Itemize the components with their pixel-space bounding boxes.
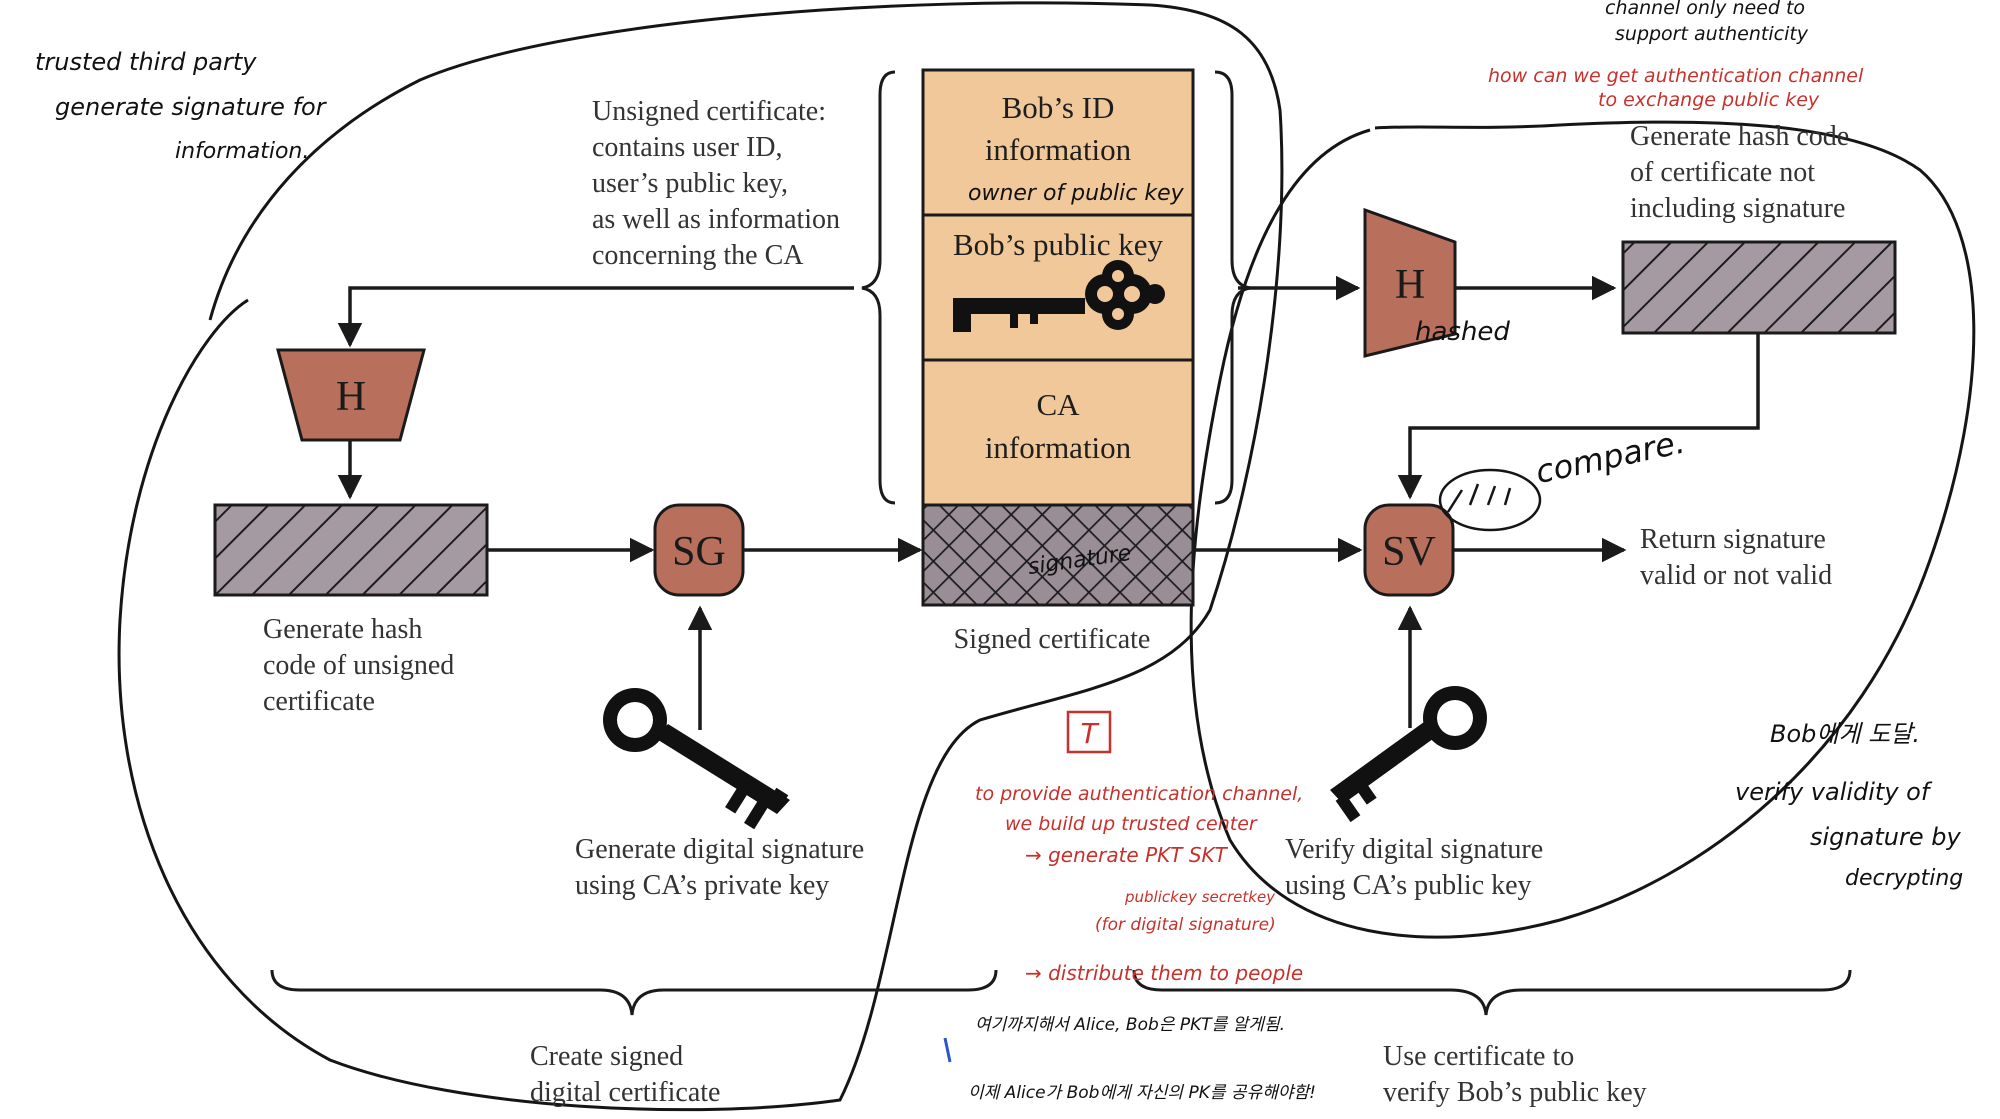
svg-text:including signature: including signature: [1630, 193, 1845, 224]
cert-pubkey-label: Bob’s public key: [953, 227, 1164, 262]
hash-code-box-right: [1621, 240, 1897, 335]
certificate: Bob’s ID information Bob’s public key CA…: [921, 68, 1195, 607]
svg-text:using CA’s public key: using CA’s public key: [1285, 870, 1532, 901]
annotation-trusted-center: to provide authentication channel, we bu…: [975, 783, 1303, 985]
cert-id-line1: Bob’s ID: [1002, 90, 1115, 125]
svg-text:digital certificate: digital certificate: [530, 1077, 720, 1108]
svg-text:concerning the CA: concerning the CA: [592, 240, 804, 271]
annotation-compare-strokes: [1446, 483, 1512, 513]
svg-text:verify validity of: verify validity of: [1735, 778, 1933, 806]
verify-signature-label: Verify digital signature using CA’s publ…: [1285, 834, 1543, 901]
annotation-owner-of-public-key: owner of public key: [968, 181, 1185, 206]
return-signature-label: Return signature valid or not valid: [1640, 524, 1832, 591]
signed-certificate-label: Signed certificate: [954, 624, 1151, 655]
svg-text:Verify digital signature: Verify digital signature: [1285, 834, 1543, 865]
unsigned-brace: [861, 70, 896, 505]
private-key-icon: [603, 688, 790, 830]
cert-ca-line1: CA: [1036, 387, 1080, 422]
hash-right-label: H: [1395, 262, 1425, 308]
svg-text:Generate digital signature: Generate digital signature: [575, 834, 864, 865]
verify-node-label: SV: [1382, 529, 1436, 575]
svg-text:to provide authentication chan: to provide authentication channel,: [975, 783, 1303, 805]
svg-text:user’s public key,: user’s public key,: [592, 168, 788, 199]
use-cert-brace: [1132, 969, 1852, 1016]
svg-text:contains user ID,: contains user ID,: [592, 132, 783, 163]
sign-node-label: SG: [672, 529, 726, 575]
svg-text:(for digital signature): (for digital signature): [1095, 915, 1276, 935]
generate-signature-label: Generate digital signature using CA’s pr…: [575, 834, 864, 901]
cert-signature-section: [921, 503, 1195, 607]
svg-text:Generate hash: Generate hash: [263, 614, 422, 645]
ornate-key-icon: [953, 260, 1165, 332]
annotation-verify-validity: verify validity of signature by decrypti…: [1735, 778, 1963, 891]
svg-text:we build up trusted center: we build up trusted center: [1005, 813, 1258, 835]
annotation-compare-bubble: [1438, 468, 1542, 532]
svg-text:certificate: certificate: [263, 686, 375, 717]
cert-ca-line2: information: [985, 430, 1132, 465]
svg-text:verify Bob’s public key: verify Bob’s public key: [1383, 1077, 1647, 1108]
svg-text:code of unsigned: code of unsigned: [263, 650, 454, 681]
svg-text:Unsigned certificate:: Unsigned certificate:: [592, 96, 826, 127]
hash-left-label: H: [336, 374, 366, 420]
svg-text:decrypting: decrypting: [1845, 866, 1963, 891]
svg-text:channel only need to: channel only need to: [1605, 0, 1805, 19]
svg-text:generate signature for: generate signature for: [55, 93, 328, 121]
hash-function-right: H: [1363, 207, 1457, 358]
public-key-icon: [1330, 686, 1487, 823]
annotation-trusted-third-party: trusted third party generate signature f…: [35, 48, 328, 164]
hash-function-left: H: [276, 348, 426, 442]
unsigned-certificate-label: Unsigned certificate: contains user ID, …: [592, 96, 840, 271]
annotation-t-box-label: T: [1080, 717, 1099, 750]
annotation-korean-2: 이제 Alice가 Bob에게 자신의 PK를 공유해야함!: [968, 1083, 1316, 1103]
hash-code-box-left: [213, 503, 489, 597]
annotation-top-right-black: channel only need to support authenticit…: [1605, 0, 1809, 45]
svg-text:Create signed: Create signed: [530, 1041, 683, 1072]
svg-text:using CA’s private key: using CA’s private key: [575, 870, 829, 901]
annotation-compare: compare.: [1532, 422, 1688, 491]
annotation-t-box: [1066, 710, 1112, 754]
cert-id-line2: information: [985, 132, 1132, 167]
svg-text:→ distribute them to people: → distribute them to people: [1025, 961, 1303, 985]
svg-text:support authenticity: support authenticity: [1615, 23, 1809, 45]
svg-text:how can we get authentication: how can we get authentication channel: [1488, 65, 1864, 87]
left-enclosure-loop: [117, 1, 1284, 1112]
svg-text:signature by: signature by: [1810, 823, 1961, 851]
svg-text:as well as information: as well as information: [592, 204, 840, 235]
annotation-hashed: hashed: [1415, 317, 1510, 347]
verify-node: SV: [1363, 503, 1455, 597]
svg-text:Generate hash code: Generate hash code: [1630, 121, 1849, 152]
svg-text:of certificate not: of certificate not: [1630, 157, 1815, 188]
svg-text:→ generate PKT SKT: → generate PKT SKT: [1025, 843, 1229, 867]
create-signed-brace: [270, 969, 998, 1016]
svg-text:to exchange public key: to exchange public key: [1598, 89, 1820, 111]
cert-ca-section: [921, 358, 1195, 507]
annotation-blue-tick: [943, 1037, 952, 1063]
svg-text:valid or not valid: valid or not valid: [1640, 560, 1832, 591]
generate-hash-left-label: Generate hash code of unsigned certifica…: [263, 614, 454, 717]
create-signed-label: Create signed digital certificate: [530, 1041, 720, 1108]
connector-lines: [337, 275, 1760, 730]
annotation-korean-1: 여기까지해서 Alice, Bob은 PKT를 알게됨.: [975, 1015, 1285, 1035]
generate-hash-right-label: Generate hash code of certificate not in…: [1630, 121, 1849, 224]
svg-text:publickey secretkey: publickey secretkey: [1124, 888, 1276, 906]
cert-id-section: [921, 68, 1195, 217]
right-enclosure-loop: [1189, 120, 1976, 939]
annotation-top-right-red: how can we get authentication channel to…: [1488, 65, 1864, 111]
sign-node: SG: [653, 503, 745, 597]
svg-text:information.: information.: [175, 139, 309, 164]
use-certificate-label: Use certificate to verify Bob’s public k…: [1383, 1041, 1647, 1108]
svg-text:Use certificate to: Use certificate to: [1383, 1041, 1574, 1072]
svg-text:Return signature: Return signature: [1640, 524, 1826, 555]
svg-text:trusted third party: trusted third party: [35, 48, 257, 76]
annotation-korean-3: Bob에게 도달.: [1770, 720, 1920, 748]
